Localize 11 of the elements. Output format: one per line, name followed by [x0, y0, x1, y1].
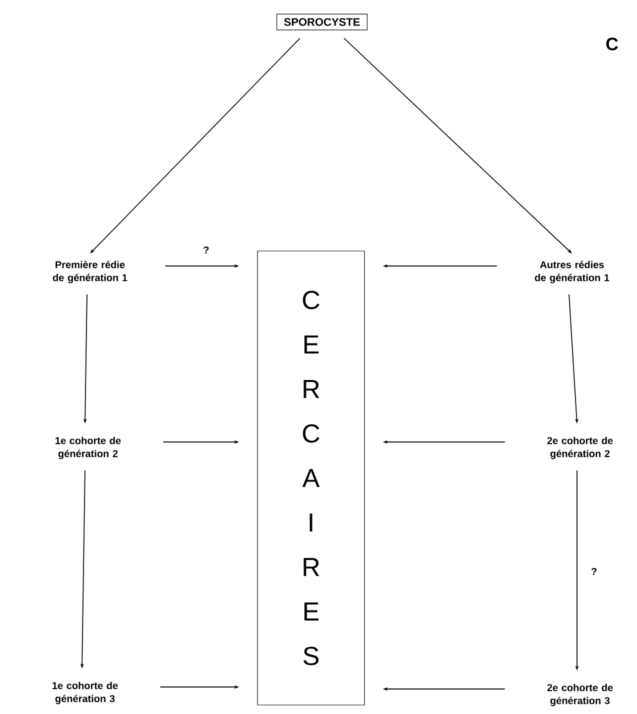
stage-label: 2e cohorte de génération 2 — [547, 436, 613, 460]
panel-letter: C — [606, 38, 618, 50]
edge-label: ? — [591, 568, 596, 575]
stage-label: Autres rédies de génération 1 — [534, 260, 610, 284]
edge-label: ? — [204, 246, 209, 254]
stage-label: 1e cohorte de génération 3 — [52, 682, 118, 704]
process-box: SPOROCYSTE — [276, 14, 368, 30]
stage-label: Première rédie de génération 1 — [52, 260, 128, 284]
stage-label: 1e cohorte de génération 2 — [56, 436, 121, 460]
column-box: CERCAIRES — [257, 250, 365, 706]
stage-label: 2e cohorte de génération 3 — [547, 684, 613, 706]
